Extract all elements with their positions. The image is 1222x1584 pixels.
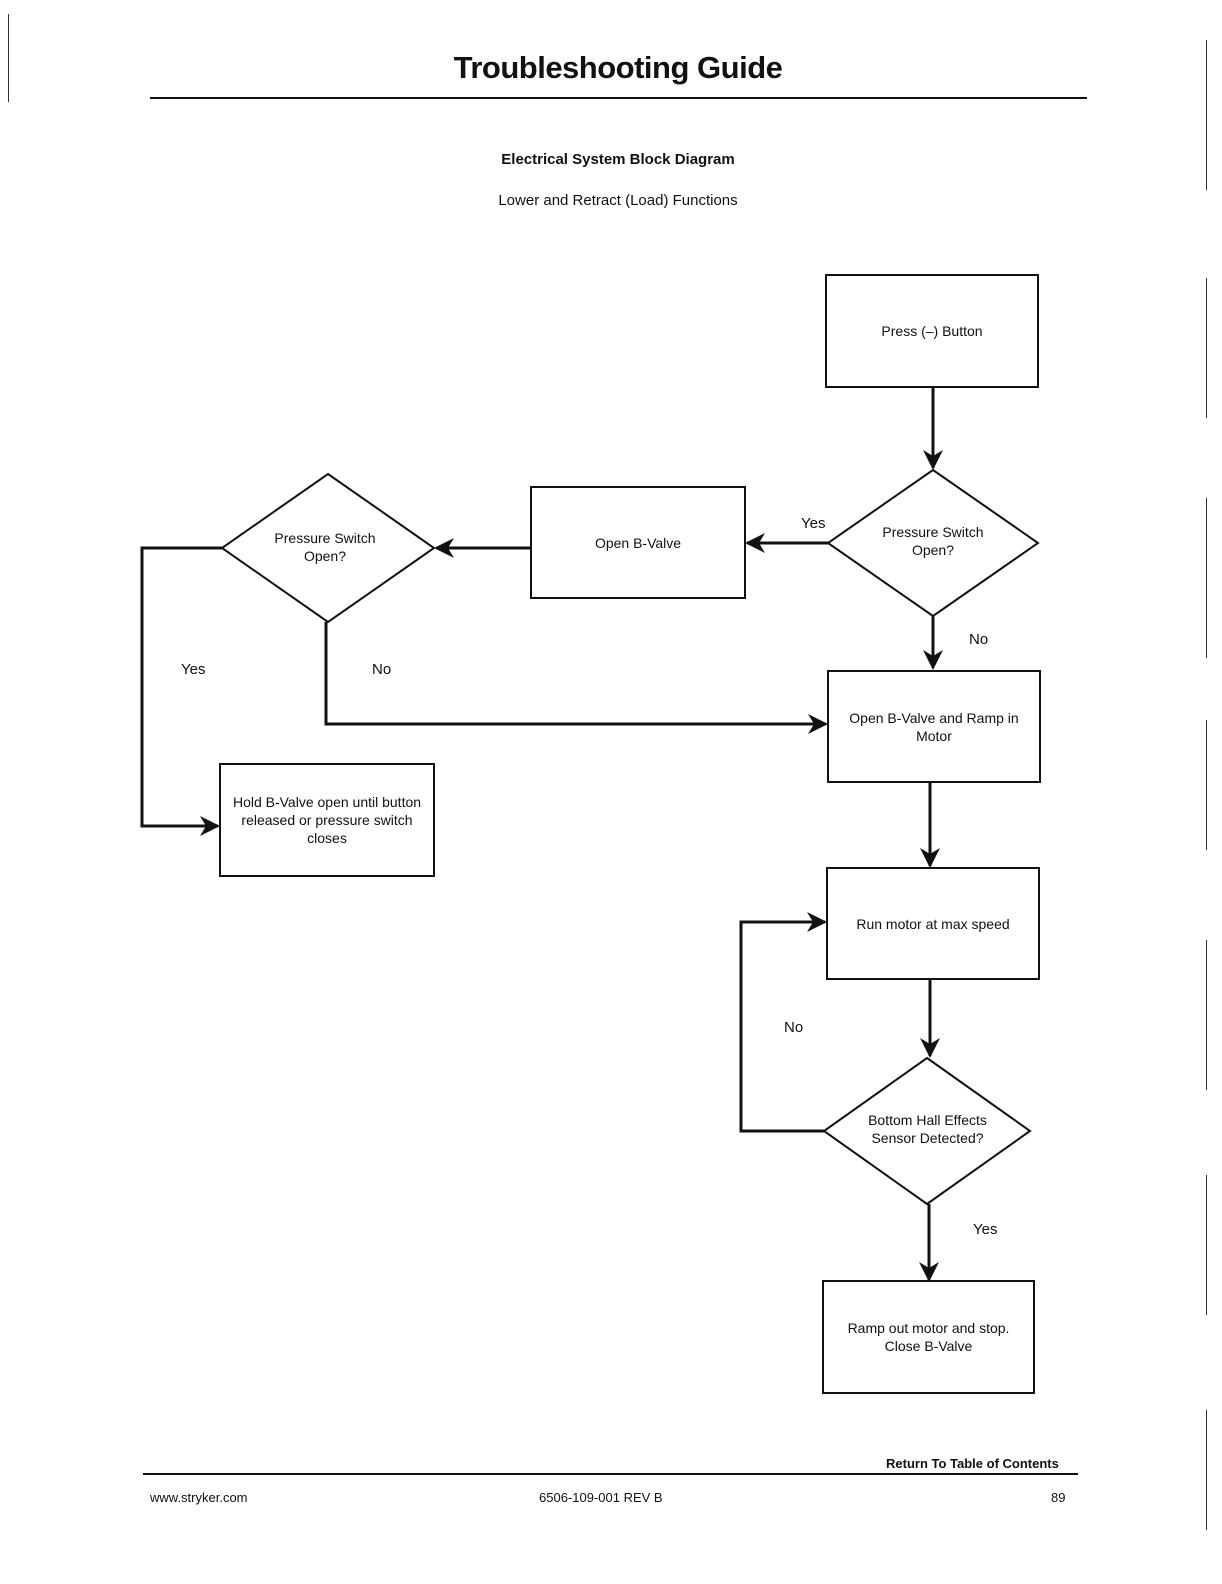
scan-mark-right-4	[1206, 720, 1207, 850]
diagram-subtitle: Lower and Retract (Load) Functions	[498, 192, 738, 209]
scan-mark-right-3	[1206, 498, 1207, 658]
hold-b-valve-label: Hold B-Valve open until button released …	[232, 794, 422, 846]
page-title: Troubleshooting Guide	[453, 50, 783, 85]
run-motor-box: Run motor at max speed	[826, 867, 1040, 980]
scan-mark-right-5	[1206, 940, 1207, 1090]
open-b-valve-ramp-label: Open B-Valve and Ramp in Motor	[849, 709, 1019, 744]
hall-no-label: No	[784, 1019, 804, 1036]
scan-mark-right-2	[1206, 278, 1207, 418]
press-button-box: Press (–) Button	[825, 274, 1039, 388]
pressure-switch-2-diamond	[220, 472, 436, 624]
open-b-valve-box: Open B-Valve	[530, 486, 746, 599]
ps1-no-label: No	[969, 631, 989, 648]
footer-page-number: 89	[1051, 1490, 1066, 1505]
scan-mark-right-6	[1206, 1175, 1207, 1315]
open-b-valve-ramp-box: Open B-Valve and Ramp in Motor	[827, 670, 1041, 783]
open-b-valve-label: Open B-Valve	[594, 534, 682, 551]
diagram-title: Electrical System Block Diagram	[501, 151, 735, 168]
ramp-out-label: Ramp out motor and stop. Close B-Valve	[847, 1320, 1010, 1354]
scan-mark-right-7	[1206, 1410, 1207, 1530]
header-rule	[150, 97, 1087, 99]
press-button-label: Press (–) Button	[881, 323, 983, 339]
ps2-no-label: No	[372, 661, 392, 678]
return-to-toc-link[interactable]: Return To Table of Contents	[886, 1456, 1059, 1471]
hold-b-valve-box: Hold B-Valve open until button released …	[219, 763, 435, 877]
run-motor-label: Run motor at max speed	[856, 915, 1010, 932]
scan-mark-left	[8, 14, 9, 102]
footer-doc-number: 6506-109-001 REV B	[539, 1490, 663, 1505]
pressure-switch-2-label: Pressure Switch Open?	[274, 530, 376, 564]
ps1-yes-label: Yes	[801, 515, 826, 532]
ramp-out-box: Ramp out motor and stop. Close B-Valve	[822, 1280, 1035, 1394]
pressure-switch-1-label: Pressure Switch Open?	[882, 524, 984, 558]
arrow-ps2-no	[324, 622, 828, 734]
ps2-yes-label: Yes	[181, 661, 206, 678]
arrow-ps2-yes	[140, 546, 222, 836]
hall-yes-label: Yes	[973, 1221, 998, 1238]
arrow-hall-no	[739, 912, 827, 1133]
hall-sensor-label: Bottom Hall Effects Sensor Detected?	[868, 1112, 987, 1146]
footer-website: www.stryker.com	[150, 1490, 248, 1505]
scan-mark-right-1	[1206, 40, 1207, 190]
hall-sensor-diamond	[822, 1056, 1032, 1206]
footer-rule	[143, 1473, 1078, 1475]
